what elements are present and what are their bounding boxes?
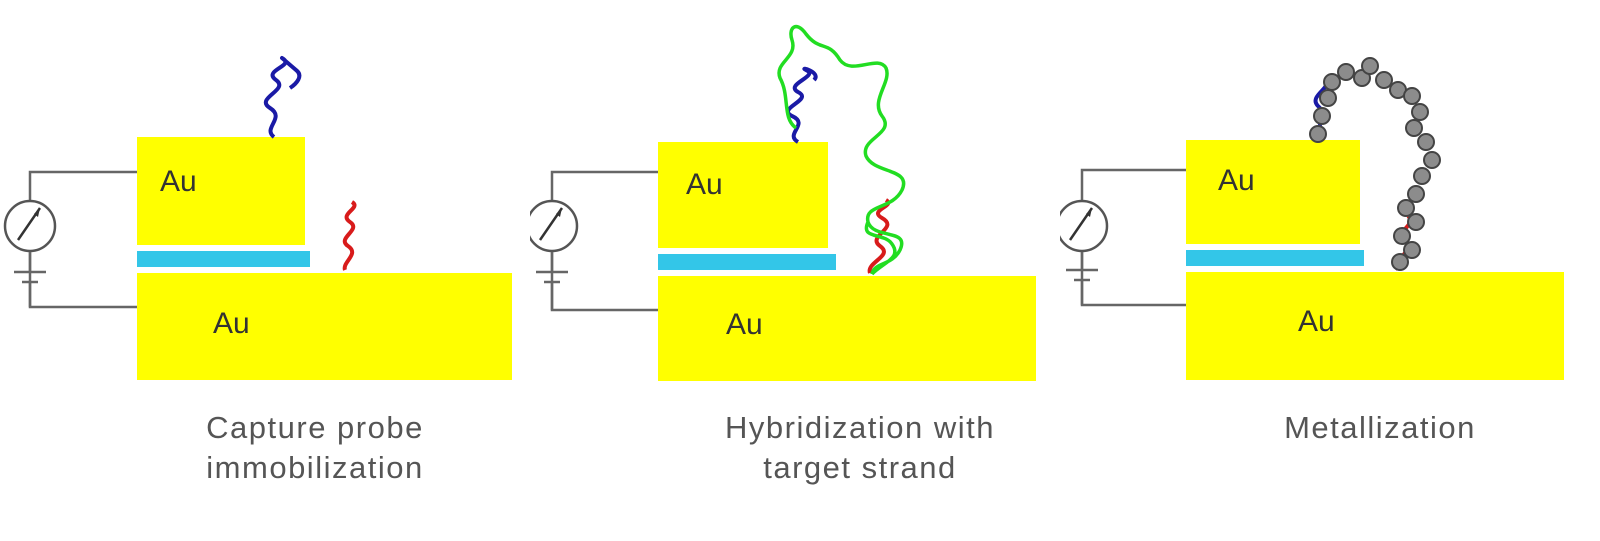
top-electrode-label: Au <box>1218 164 1255 197</box>
bottom-gold-electrode <box>658 276 1036 381</box>
insulator-layer <box>1186 250 1364 266</box>
insulator-layer <box>137 251 310 267</box>
caption-line-2: target strand <box>763 450 957 485</box>
metal-particle <box>1361 57 1379 75</box>
metal-particle <box>1403 87 1421 105</box>
panel-hybridization: Au Au Hybridization with target strand <box>530 0 1070 541</box>
panel-capture-probe-immobilization: Au Au Capture probe immobilization <box>0 0 540 541</box>
metal-particle <box>1403 241 1421 259</box>
caption: Hybridization with target strand <box>650 408 1070 488</box>
metal-particle <box>1393 227 1411 245</box>
battery-icon <box>536 252 568 310</box>
panel-metallization: Au Au Metallization <box>1060 0 1600 541</box>
metal-particle <box>1313 107 1331 125</box>
bottom-gold-electrode <box>1186 272 1564 380</box>
metal-particle <box>1391 253 1409 271</box>
meter-icon <box>3 199 57 253</box>
bottom-electrode-label: Au <box>213 307 250 340</box>
blue-probe-strand <box>786 66 818 144</box>
circuit-wire-bottom <box>28 252 137 309</box>
meter-icon <box>530 199 579 253</box>
metal-particle <box>1397 199 1415 217</box>
top-gold-electrode <box>137 137 305 245</box>
metal-particle <box>1407 213 1425 231</box>
panel-3-drawing <box>1060 57 1564 380</box>
metal-particle-chain <box>1309 57 1441 271</box>
circuit-wire-bottom <box>1080 252 1186 307</box>
caption-line-1: Hybridization with <box>725 410 995 445</box>
caption: Metallization <box>1170 408 1590 448</box>
green-target-strand <box>777 24 906 276</box>
meter-icon <box>1060 199 1109 253</box>
circuit-wire-top <box>28 170 137 200</box>
caption: Capture probe immobilization <box>105 408 525 488</box>
metal-particle <box>1319 89 1337 107</box>
panel-2-drawing <box>530 24 1036 381</box>
metal-particle <box>1413 167 1431 185</box>
top-electrode-label: Au <box>160 165 197 198</box>
metal-particle <box>1423 151 1441 169</box>
circuit-wire-top <box>1080 168 1186 200</box>
panel-1-drawing <box>3 56 512 380</box>
metal-particle <box>1375 71 1393 89</box>
circuit-wire-bottom <box>550 252 658 312</box>
caption-line-2: immobilization <box>206 450 424 485</box>
metal-particle <box>1323 73 1341 91</box>
metal-particle <box>1337 63 1355 81</box>
top-gold-electrode <box>1186 140 1360 244</box>
bottom-electrode-label: Au <box>1298 305 1335 338</box>
metal-particle <box>1309 125 1327 143</box>
top-electrode-label: Au <box>686 168 723 201</box>
metal-particle <box>1417 133 1435 151</box>
circuit-wire-top <box>550 170 658 200</box>
bottom-gold-electrode <box>137 273 512 380</box>
metal-particle <box>1411 103 1429 121</box>
caption-line-1: Capture probe <box>206 410 424 445</box>
metal-particle <box>1405 119 1423 137</box>
battery-icon <box>14 252 46 307</box>
metal-particle <box>1407 185 1425 203</box>
bottom-electrode-label: Au <box>726 308 763 341</box>
red-capture-strand <box>342 200 357 271</box>
battery-icon <box>1066 252 1098 305</box>
blue-probe-strand <box>263 56 302 139</box>
insulator-layer <box>658 254 836 270</box>
caption-line-1: Metallization <box>1284 410 1476 445</box>
top-gold-electrode <box>658 142 828 248</box>
